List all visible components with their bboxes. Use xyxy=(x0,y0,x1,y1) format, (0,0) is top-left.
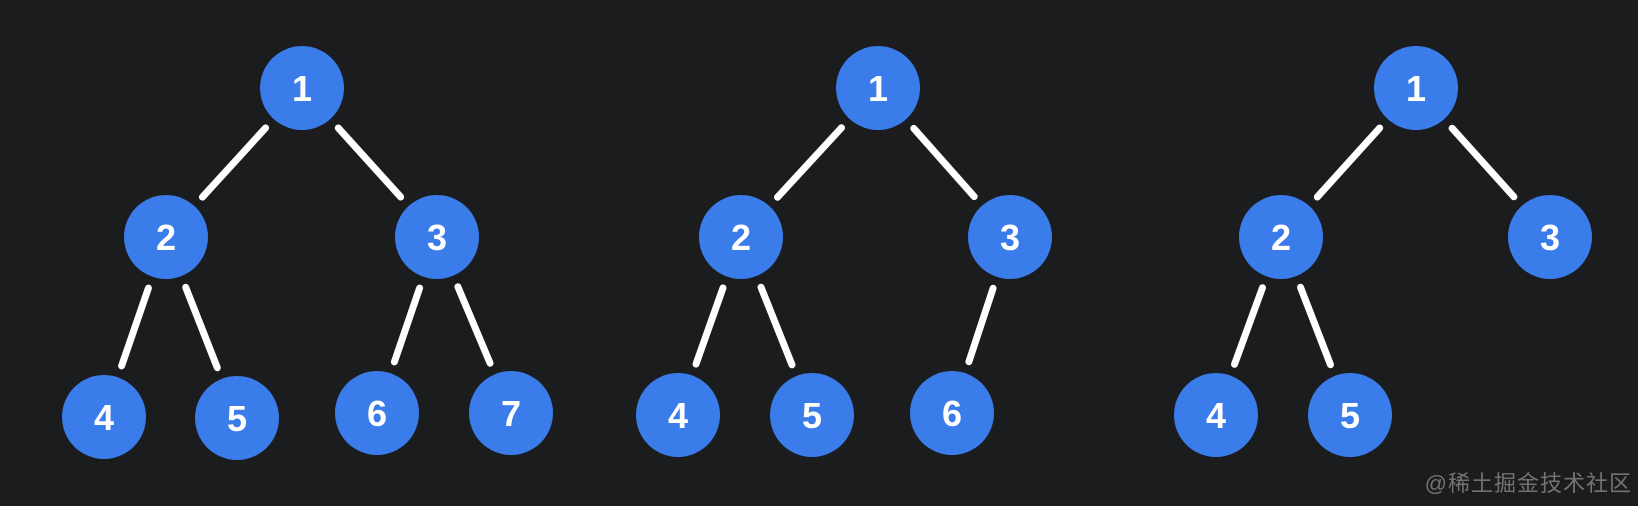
tree-3: 1 2 3 4 5 xyxy=(1174,46,1592,457)
node-label: 3 xyxy=(1000,217,1020,258)
node-label: 6 xyxy=(942,393,962,434)
node-label: 3 xyxy=(427,217,447,258)
tree-edge xyxy=(198,124,270,201)
node-circle xyxy=(124,195,208,279)
tree-1: 1 2 3 4 5 6 7 xyxy=(62,46,553,460)
tree-2-node-4: 4 xyxy=(636,373,720,457)
tree-2-node-6: 6 xyxy=(910,371,994,455)
node-circle xyxy=(469,371,553,455)
tree-3-node-1: 1 xyxy=(1374,46,1458,130)
node-label: 6 xyxy=(367,393,387,434)
node-label: 4 xyxy=(668,395,688,436)
node-label: 3 xyxy=(1540,217,1560,258)
tree-1-node-3: 3 xyxy=(395,195,479,279)
node-label: 7 xyxy=(501,393,521,434)
tree-edge xyxy=(454,283,494,367)
node-circle xyxy=(260,46,344,130)
node-label: 4 xyxy=(94,397,114,438)
tree-1-node-6: 6 xyxy=(335,371,419,455)
node-circle xyxy=(770,373,854,457)
tree-2-node-1: 1 xyxy=(836,46,920,130)
node-label: 5 xyxy=(227,398,247,439)
node-circle xyxy=(195,376,279,460)
tree-edge xyxy=(1313,124,1384,201)
tree-edge xyxy=(118,284,152,370)
node-label: 2 xyxy=(156,217,176,258)
tree-3-node-3: 3 xyxy=(1508,195,1592,279)
tree-edge xyxy=(910,124,978,201)
tree-2-node-2: 2 xyxy=(699,195,783,279)
node-circle xyxy=(62,375,146,459)
tree-edge xyxy=(390,284,424,366)
node-label: 2 xyxy=(1271,217,1291,258)
node-circle xyxy=(1174,373,1258,457)
tree-3-node-4: 4 xyxy=(1174,373,1258,457)
tree-edge xyxy=(1448,124,1518,201)
node-circle xyxy=(836,46,920,130)
tree-1-node-7: 7 xyxy=(469,371,553,455)
node-label: 2 xyxy=(731,217,751,258)
tree-edge xyxy=(1297,283,1334,369)
node-label: 1 xyxy=(868,68,888,109)
tree-edge xyxy=(965,284,997,366)
tree-edge xyxy=(692,284,727,368)
node-label: 5 xyxy=(802,395,822,436)
watermark: @稀土掘金技术社区 xyxy=(1424,471,1632,496)
node-circle xyxy=(395,195,479,279)
node-circle xyxy=(910,371,994,455)
tree-2-node-5: 5 xyxy=(770,373,854,457)
tree-3-node-2: 2 xyxy=(1239,195,1323,279)
node-circle xyxy=(1374,46,1458,130)
node-circle xyxy=(1508,195,1592,279)
tree-2: 1 2 3 4 5 6 xyxy=(636,46,1052,457)
tree-1-node-5: 5 xyxy=(195,376,279,460)
tree-3-node-5: 5 xyxy=(1308,373,1392,457)
node-label: 1 xyxy=(292,68,312,109)
tree-1-node-4: 4 xyxy=(62,375,146,459)
node-circle xyxy=(636,373,720,457)
node-circle xyxy=(1239,195,1323,279)
node-label: 5 xyxy=(1340,395,1360,436)
tree-2-node-3: 3 xyxy=(968,195,1052,279)
tree-1-node-1: 1 xyxy=(260,46,344,130)
tree-edge xyxy=(1231,284,1266,368)
node-label: 1 xyxy=(1406,68,1426,109)
node-circle xyxy=(699,195,783,279)
node-label: 4 xyxy=(1206,395,1226,436)
node-circle xyxy=(968,195,1052,279)
tree-1-node-2: 2 xyxy=(124,195,208,279)
tree-edge xyxy=(774,124,845,201)
tree-edge xyxy=(757,283,796,369)
node-circle xyxy=(1308,373,1392,457)
tree-edge xyxy=(182,283,221,372)
tree-edge xyxy=(334,124,405,201)
node-circle xyxy=(335,371,419,455)
